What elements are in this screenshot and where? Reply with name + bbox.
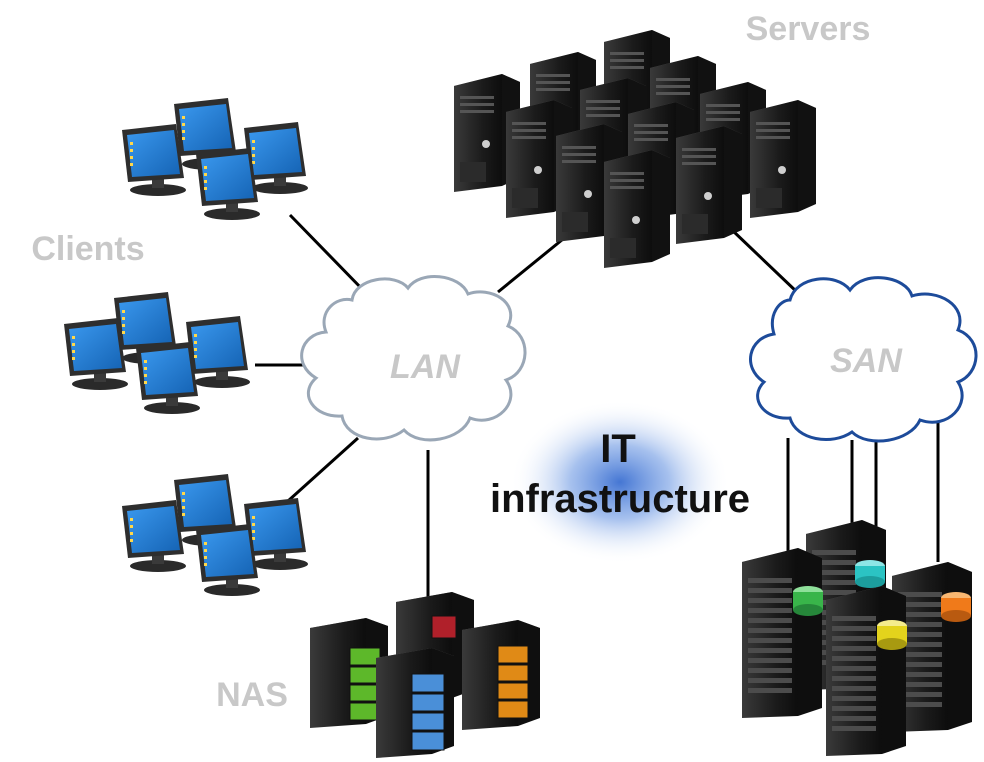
center-title-line2: infrastructure [490,477,750,521]
storage-arrays [742,520,972,756]
storage-array [892,562,972,732]
link-servers-san [730,228,800,295]
nas-label: NAS [216,676,288,714]
nas-group [310,592,540,758]
nas-unit [310,618,388,728]
connections [255,213,940,610]
link-lan-servers [497,233,569,294]
server-tower-icon [676,126,742,244]
lan-label: LAN [390,348,461,386]
server-cluster [454,30,816,268]
link-clients-bottom-lan [276,436,360,512]
monitor-icon [122,124,186,196]
client-group-middle [64,292,250,414]
san-cloud: SAN [749,276,978,443]
client-group-top [122,98,308,220]
monitor-icon [136,342,200,414]
storage-array-icon [826,586,906,756]
monitor-icon [64,318,128,390]
client-group-bottom [122,474,308,596]
monitor-icon [196,524,260,596]
nas-unit [462,620,540,730]
nas-unit [376,648,454,758]
cloud-icon [300,275,527,442]
clients-label: Clients [31,230,144,268]
storage-array [742,548,823,718]
servers-label: Servers [746,10,871,48]
center-title-line1: IT [600,427,636,471]
monitor-icon [122,500,186,572]
link-clients-top-lan [288,213,367,294]
lan-cloud: LAN [300,275,527,442]
monitor-icon [196,148,260,220]
server-tower-icon [750,100,816,218]
san-label: SAN [830,342,903,380]
storage-array [826,586,907,756]
storage-array-icon [742,548,822,718]
nas-unit [396,592,474,702]
monitor-icon [186,316,250,388]
storage-array [806,520,886,690]
center-glow [510,400,730,564]
server-tower-icon [604,150,670,268]
nas-drive-red [431,615,457,639]
cloud-icon [749,276,978,443]
